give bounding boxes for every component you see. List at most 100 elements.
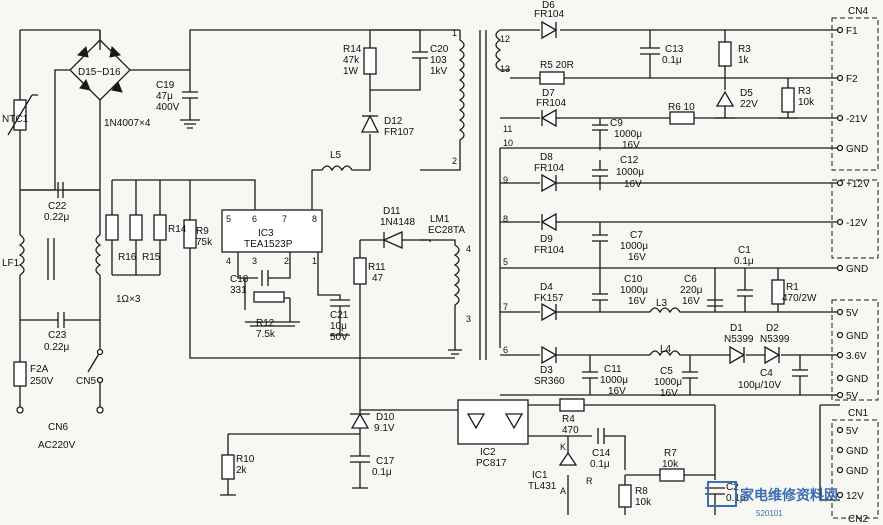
cn1-pins: 5V GND 3.6V GND 5V [836, 308, 868, 402]
r6-resistor [669, 111, 695, 125]
bridge-label: D15~D16 [78, 67, 121, 78]
lm1-label: LM1 [430, 214, 450, 225]
aux-winding [420, 239, 462, 355]
r5-resistor [539, 71, 565, 85]
cn2-pin-gnd: GND [846, 446, 868, 457]
c20-label: C20 [430, 44, 449, 55]
ic3-pin-3: 3 [252, 256, 257, 266]
ic3-part: TEA1523P [244, 239, 293, 250]
watermark-text: 家电维修资料网 [740, 487, 838, 504]
c5-label: C5 [660, 366, 673, 377]
d5-zener [715, 90, 735, 107]
ac-input-label: AC220V [38, 440, 76, 451]
ic1-label: IC1 [532, 470, 548, 481]
ic1-part: TL431 [528, 481, 557, 492]
c19-voltage: 400V [156, 102, 180, 113]
ic3-pin-5: 5 [226, 214, 231, 224]
ic3-pin-6: 6 [252, 214, 257, 224]
r16-sense-resistor [105, 214, 119, 241]
cn5-label: CN5 [76, 376, 96, 387]
d4-type: FK157 [534, 293, 564, 304]
r16-label: R16 [118, 252, 137, 263]
c4-label: C4 [760, 368, 773, 379]
cn4-pin-f2: F2 [846, 74, 858, 85]
pin-9: 9 [503, 175, 508, 185]
bridge-diode-2 [109, 45, 122, 58]
c20-voltage: 1kV [430, 66, 448, 77]
ntc1-label: NTC1 [2, 114, 29, 125]
c1-value: 0.1μ [734, 256, 754, 267]
c12-label: C12 [620, 155, 639, 166]
d4-diode [541, 302, 558, 322]
r1-resistor [771, 279, 785, 305]
watermark-logo-icon [707, 481, 737, 507]
d11-label: D11 [383, 206, 401, 217]
c17-label: C17 [376, 456, 395, 467]
pin-6: 6 [503, 345, 508, 355]
d2-diode [764, 345, 781, 365]
cn1-label: CN1 [848, 408, 868, 419]
ic3-pin-7: 7 [282, 214, 287, 224]
cn1-pin-5v-2: 5V [846, 391, 859, 402]
cn4-label: CN4 [848, 6, 868, 17]
lf1-choke [18, 234, 102, 276]
c13-value: 0.1μ [662, 55, 682, 66]
cn1-pin-3v6: 3.6V [846, 351, 867, 362]
d4-label: D4 [540, 282, 553, 293]
r9-value: 75k [196, 237, 213, 248]
c7-voltage: 16V [628, 252, 646, 263]
c7-value: 1000μ [620, 241, 648, 252]
d1-diode [729, 345, 746, 365]
r7-label: R7 [664, 448, 677, 459]
r14b-label: R14 [168, 224, 187, 235]
ic3-pin-1: 1 [312, 256, 317, 266]
l3-label: L3 [656, 298, 668, 309]
cn1-box [831, 299, 879, 401]
d7-diode [540, 108, 557, 128]
r10-label: R10 [236, 454, 255, 465]
r9-resistor [183, 219, 197, 249]
r6-label: R6 10 [668, 102, 695, 113]
c11-voltage: 16V [608, 386, 626, 397]
c4-value: 100μ/10V [738, 380, 781, 391]
c6-label: C6 [684, 274, 697, 285]
c21-voltage: 50V [330, 332, 348, 343]
pin-13: 13 [500, 64, 510, 74]
cn4-pin-gnd: GND [846, 144, 868, 155]
r10-value: 2k [236, 465, 248, 476]
r8-value: 10k [635, 497, 652, 508]
pin-8: 8 [503, 214, 508, 224]
r10-resistor [221, 454, 235, 480]
r14a-value: 47k [343, 55, 360, 66]
d7-type: FR104 [536, 98, 566, 109]
c14-value: 0.1μ [590, 459, 610, 470]
c21-value: 10μ [330, 321, 347, 332]
c11-label: C11 [604, 364, 622, 375]
c6-value: 220μ [680, 285, 703, 296]
c20-value: 103 [430, 55, 447, 66]
pin-10: 10 [503, 138, 513, 148]
cn1-pin-5v: 5V [846, 308, 859, 319]
r8-resistor [618, 484, 632, 508]
cn4-pin-minus12v: -12V [846, 218, 867, 229]
lm1-type: EC28TA [428, 225, 465, 236]
d10-zener [350, 412, 370, 429]
c14-label: C14 [592, 448, 611, 459]
c12-voltage: 16V [624, 179, 642, 190]
c13-label: C13 [665, 44, 684, 55]
c10-label: C10 [624, 274, 643, 285]
r3a-value: 1k [738, 55, 750, 66]
d12-type: FR107 [384, 127, 414, 138]
r3b-value: 10k [798, 97, 815, 108]
cn2-label: CN2 [848, 514, 868, 525]
watermark: 家电维修资料网 520101 [707, 481, 838, 518]
c23-label: C23 [48, 330, 67, 341]
c9-value: 1000μ [614, 129, 642, 140]
r14-sense-resistor [153, 214, 167, 241]
cn2-pins: 5V GND GND 12V [836, 426, 868, 502]
r1-value: 470/2W [782, 293, 817, 304]
feedback-section: R10 2k D10 9.1V C17 0.1μ IC2 PC817 R4 47… [220, 398, 746, 515]
pin-2: 2 [452, 156, 457, 166]
cn4-lower-box [831, 179, 879, 259]
